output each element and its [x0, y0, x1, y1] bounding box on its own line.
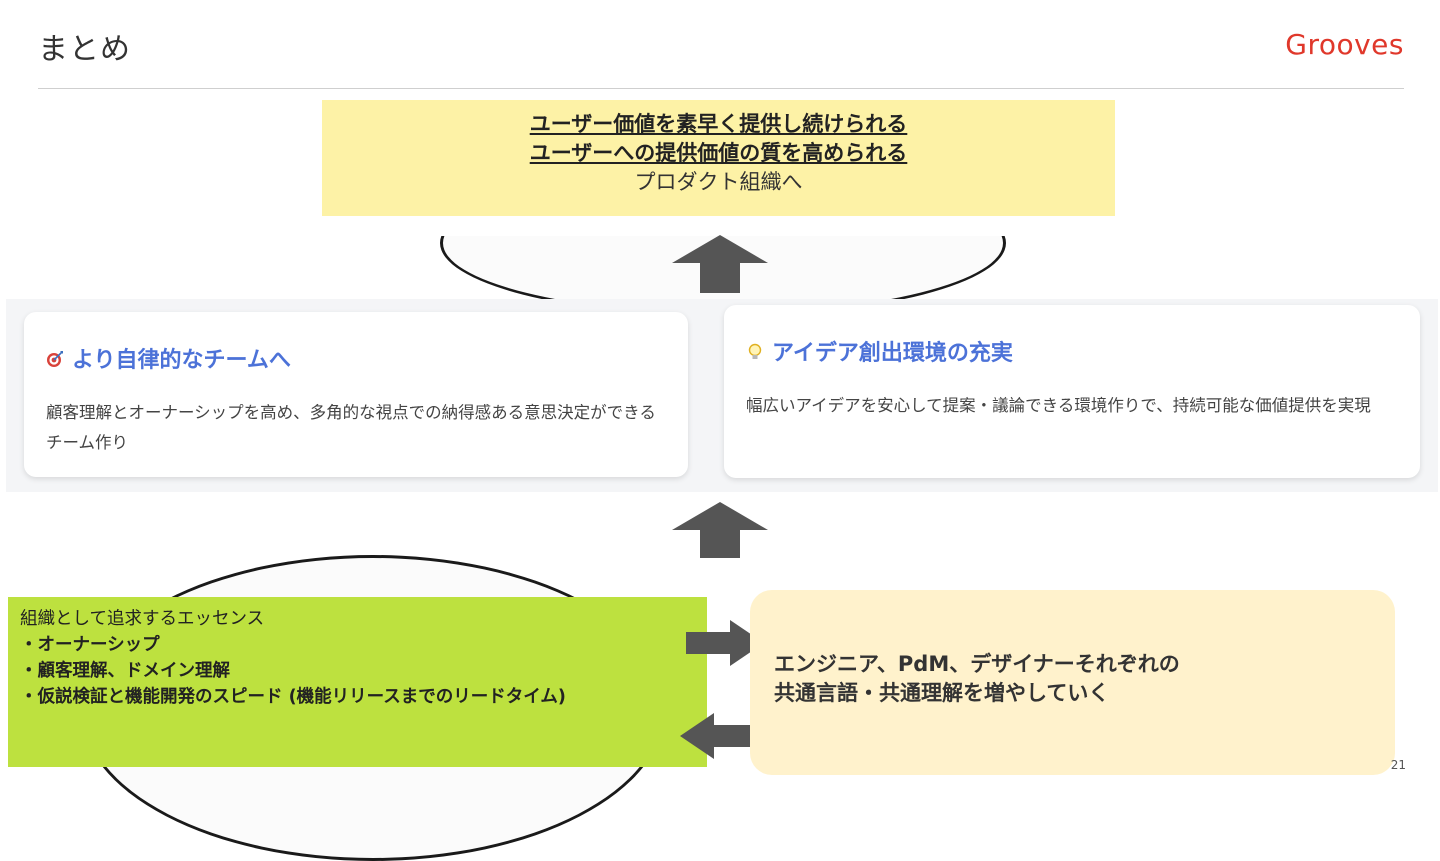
arrow-left-icon: [680, 713, 714, 759]
common-line-1: エンジニア、PdM、デザイナーそれぞれの: [774, 652, 1180, 676]
card-body-text: 幅広いアイデアを安心して提案・議論できる環境作りで、持続可能な価値提供を実現: [746, 396, 1371, 415]
common-understanding-box: エンジニア、PdM、デザイナーそれぞれの 共通言語・共通理解を増やしていく: [750, 590, 1395, 775]
common-line-2: 共通言語・共通理解を増やしていく: [774, 681, 1110, 706]
goal-line-2: ユーザーへの提供価値の質を高められる: [529, 140, 908, 165]
target-icon: [46, 349, 64, 367]
lightbulb-icon: [746, 342, 764, 360]
slide-title: まとめ: [38, 32, 131, 67]
goal-line-3: プロダクト組織へ: [634, 169, 803, 194]
card-body-text: 顧客理解とオーナーシップを高め、多角的な視点での納得感ある意思決定ができるチーム…: [46, 403, 656, 452]
goal-box: ユーザー価値を素早く提供し続けられる ユーザーへの提供価値の質を高められる プロ…: [322, 100, 1115, 216]
arrow-right-stem: [686, 632, 730, 654]
arrow-left-stem: [714, 725, 760, 747]
essence-item: ・仮説検証と機能開発のスピード (機能リリースまでのリードタイム): [20, 686, 566, 707]
card-title-text: アイデア創出環境の充実: [772, 341, 1013, 366]
page-number: 21: [1390, 758, 1406, 772]
goal-line-1: ユーザー価値を素早く提供し続けられる: [529, 112, 908, 136]
up-arrow-middle: [672, 502, 768, 558]
essence-item: ・オーナーシップ: [20, 634, 160, 655]
card-idea-environment: アイデア創出環境の充実 幅広いアイデアを安心して提案・議論できる環境作りで、持続…: [724, 305, 1420, 478]
grooves-logo: Grooves: [1285, 28, 1404, 61]
header-divider: [38, 88, 1404, 89]
essence-item: ・顧客理解、ドメイン理解: [20, 660, 230, 681]
essence-heading: 組織として追求するエッセンス: [20, 609, 265, 629]
goal-mask: [322, 216, 1115, 236]
up-arrow-top: [672, 235, 768, 293]
card-title-text: より自律的なチームへ: [72, 348, 291, 373]
card-autonomous-team: より自律的なチームへ 顧客理解とオーナーシップを高め、多角的な視点での納得感ある…: [24, 312, 688, 477]
essence-box: 組織として追求するエッセンス ・オーナーシップ ・顧客理解、ドメイン理解 ・仮説…: [8, 597, 707, 767]
